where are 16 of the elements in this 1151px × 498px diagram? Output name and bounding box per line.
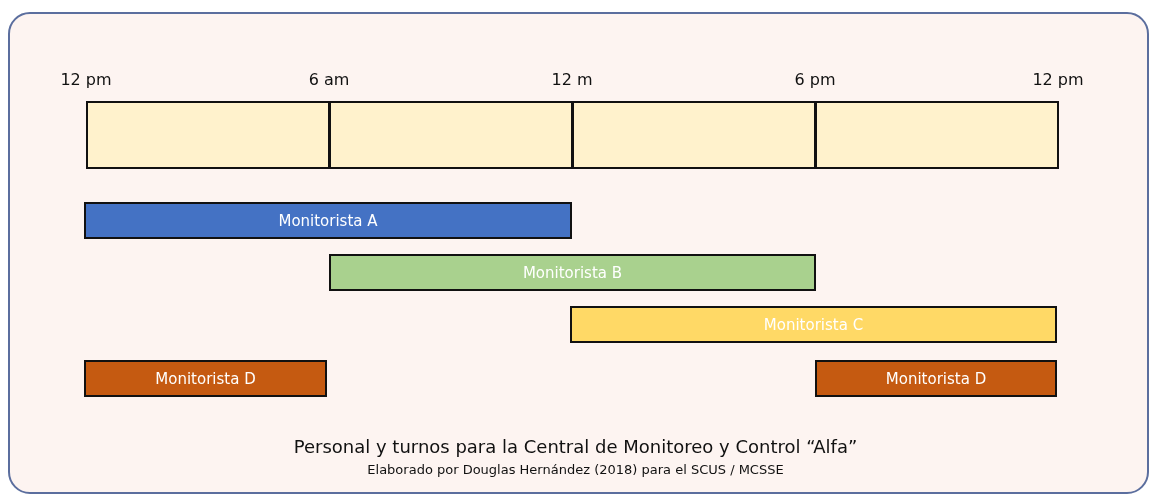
timeline-cell: [815, 101, 1059, 169]
shift-bar: Monitorista A: [84, 202, 572, 239]
time-label: 12 pm: [60, 70, 112, 89]
time-label: 12 m: [551, 70, 593, 89]
shift-bar: Monitorista C: [570, 306, 1057, 343]
credit-note: Elaborado por Douglas Hernández (2018) para el SCUS / MCSSE: [366, 462, 785, 477]
time-label: 12 pm: [1032, 70, 1084, 89]
shift-bar: Monitorista D: [815, 360, 1057, 397]
shift-bar: Monitorista D: [84, 360, 327, 397]
time-label: 6 pm: [794, 70, 836, 89]
caption: Personal y turnos para la Central de Monitoreo y Control “Alfa”: [292, 436, 859, 457]
time-label: 6 am: [308, 70, 350, 89]
shift-bar: Monitorista B: [329, 254, 816, 291]
timeline-cell: [86, 101, 330, 169]
timeline-cell: [329, 101, 573, 169]
timeline-cell: [572, 101, 816, 169]
